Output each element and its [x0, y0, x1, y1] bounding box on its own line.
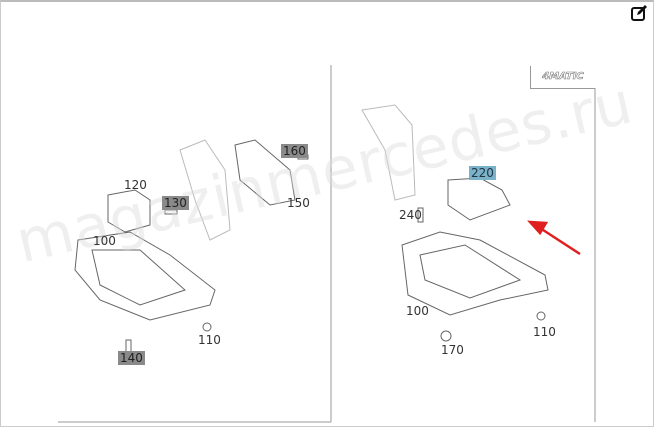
part-label-240[interactable]: 240	[399, 208, 422, 222]
part-110	[202, 322, 212, 332]
part-label-100-right[interactable]: 100	[406, 304, 429, 318]
part-label-160[interactable]: 160	[281, 144, 308, 158]
part-label-100[interactable]: 100	[93, 234, 116, 248]
part-label-170[interactable]: 170	[441, 343, 464, 357]
part-170	[440, 330, 452, 342]
right-assembly	[361, 104, 549, 342]
4matic-logo: 4MATIC	[530, 66, 595, 89]
part-label-150[interactable]: 150	[287, 196, 310, 210]
red-arrow	[527, 220, 581, 256]
part-label-110-right[interactable]: 110	[533, 325, 556, 339]
part-120	[107, 189, 151, 233]
part-110-right	[536, 311, 546, 321]
part-label-140[interactable]: 140	[118, 351, 145, 365]
part-label-120[interactable]: 120	[124, 178, 147, 192]
part-130	[164, 209, 178, 215]
part-240	[417, 207, 424, 223]
part-150	[234, 139, 296, 206]
part-220	[447, 177, 511, 221]
part-label-220[interactable]: 220	[469, 166, 496, 180]
part-label-130[interactable]: 130	[162, 196, 189, 210]
part-label-110[interactable]: 110	[198, 333, 221, 347]
edit-icon[interactable]	[630, 4, 648, 22]
